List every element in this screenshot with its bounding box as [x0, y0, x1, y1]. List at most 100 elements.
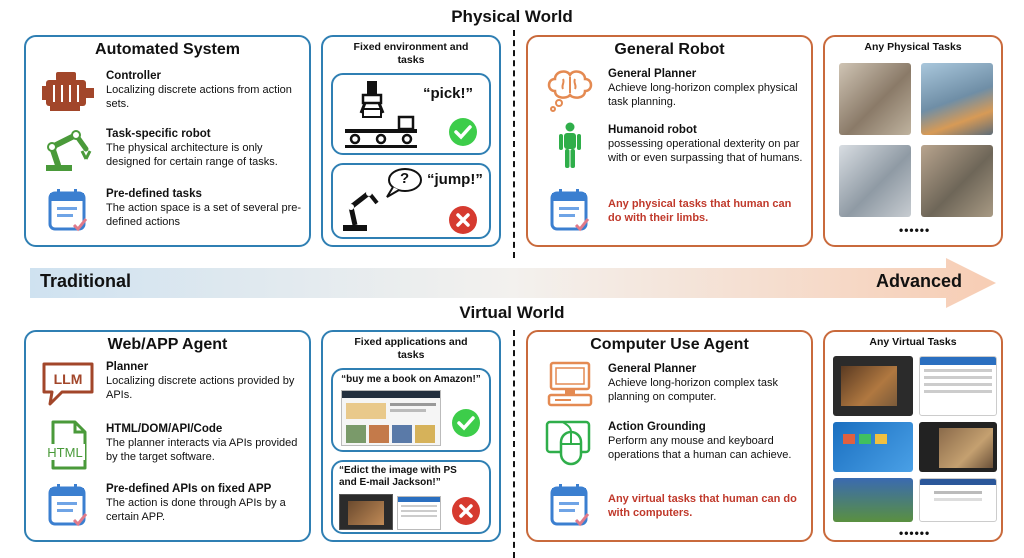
- divider-bottom: [513, 330, 515, 558]
- robot-basketball-image: [921, 63, 993, 135]
- photoshop-task-image: [833, 356, 913, 416]
- small-robot-arm-icon: [343, 190, 379, 231]
- web-item-apis: Pre-defined APIs on fixed APP The action …: [40, 482, 303, 528]
- photoshop-screenshot: [339, 494, 393, 530]
- computer-icon: [542, 361, 598, 408]
- task-list-icon: [40, 187, 96, 233]
- virtual-more-ellipsis: ••••••: [899, 526, 931, 540]
- robot-office-image: [839, 145, 911, 217]
- html-text: HTML: [47, 445, 82, 460]
- virtual-highlight: Any virtual tasks that human can do with…: [608, 493, 797, 519]
- amazon-example: “buy me a book on Amazon!”: [331, 368, 491, 452]
- any-physical-tasks-title: Any Physical Tasks: [864, 41, 962, 53]
- tasks-desc: The action space is a set of several pre…: [106, 202, 302, 228]
- document-task-image: [919, 478, 997, 522]
- cross-icon: [452, 497, 480, 525]
- tasks-label: Pre-defined tasks: [106, 188, 202, 200]
- brain-icon: [542, 67, 598, 113]
- pick-command: “pick!”: [423, 85, 474, 102]
- advanced-label: Advanced: [876, 271, 963, 291]
- jump-example: ? “jump!”: [331, 163, 491, 239]
- mouse-icon: [542, 420, 598, 466]
- fixed-applications-panel: Fixed applications and tasks “buy me a b…: [321, 330, 501, 542]
- fixed-applications-title: Fixed applications and tasks: [354, 336, 468, 361]
- outlook-task-image: [919, 356, 997, 416]
- controller-label: Controller: [106, 70, 161, 82]
- planner-label: Planner: [106, 361, 149, 373]
- humanoid-icon: [542, 122, 598, 169]
- fixed-environment-title: Fixed environment and tasks: [353, 41, 469, 66]
- web-app-agent-title: Web/APP Agent: [107, 336, 228, 353]
- physical-highlight: Any physical tasks that human can do wit…: [608, 198, 792, 224]
- controller-icon: [40, 69, 96, 115]
- jump-command: “jump!”: [427, 171, 483, 188]
- apis-label: Pre-defined APIs on fixed APP: [106, 483, 272, 495]
- divider-top: [513, 30, 515, 258]
- progress-arrow: [30, 258, 996, 308]
- amazon-command: “buy me a book on Amazon!”: [341, 374, 481, 385]
- planner-desc: Localizing discrete actions provided by …: [106, 375, 295, 401]
- conveyor-robot-icon: [345, 81, 417, 148]
- any-virtual-tasks-title: Any Virtual Tasks: [869, 336, 957, 348]
- speech-bubble-icon: [386, 168, 422, 198]
- robot-arm-icon: [40, 127, 96, 173]
- robot-label: Task-specific robot: [106, 128, 211, 140]
- general-item-humanoid: Humanoid robot possessing operational dex…: [542, 122, 805, 169]
- cua-planner-desc: Achieve long-horizon complex task planni…: [608, 377, 778, 403]
- task-list-icon: [542, 482, 598, 528]
- virtual-world-title: Virtual World: [459, 303, 565, 322]
- windows-task-image: [833, 422, 913, 472]
- photo-editor-task-image: [919, 422, 997, 472]
- html-file-icon: HTML: [40, 420, 96, 470]
- photoshop-example: “Edict the image with PS and E-mail Jack…: [331, 460, 491, 534]
- humanoid-label: Humanoid robot: [608, 124, 697, 136]
- robot-workshop-image: [921, 145, 993, 217]
- check-icon: [449, 118, 477, 146]
- humanoid-desc: possessing operational dexterity on par …: [608, 138, 803, 164]
- amazon-screenshot: [341, 390, 441, 446]
- cua-planner-label: General Planner: [608, 363, 697, 375]
- photoshop-command: “Edict the image with PS and E-mail Jack…: [339, 465, 457, 488]
- cross-icon: [449, 206, 477, 234]
- grounding-label: Action Grounding: [608, 421, 706, 433]
- controller-desc: Localizing discrete actions from action …: [106, 84, 292, 110]
- cua-item-highlight: Any virtual tasks that human can do with…: [542, 482, 805, 528]
- any-physical-tasks-panel: Any Physical Tasks ••••••: [823, 35, 1003, 247]
- physical-world-title: Physical World: [451, 7, 573, 26]
- computer-use-agent-title: Computer Use Agent: [590, 336, 749, 353]
- robot-desc: The physical architecture is only design…: [106, 142, 278, 168]
- llm-chat-icon: LLM: [40, 360, 96, 406]
- email-screenshot: [397, 496, 441, 530]
- task-list-icon: [40, 482, 96, 528]
- html-label: HTML/DOM/API/Code: [106, 423, 223, 435]
- check-icon: [452, 409, 480, 437]
- task-list-icon: [542, 187, 598, 233]
- grounding-desc: Perform any mouse and keyboard operation…: [608, 435, 792, 461]
- general-planner-desc: Achieve long-horizon complex physical ta…: [608, 82, 798, 108]
- game-task-image: [833, 478, 913, 522]
- robot-kitchen-image: [839, 63, 911, 135]
- general-robot-title: General Robot: [614, 41, 725, 58]
- traditional-label: Traditional: [40, 271, 132, 291]
- pick-example: “pick!”: [331, 73, 491, 155]
- general-item-highlight: Any physical tasks that human can do wit…: [542, 187, 805, 233]
- question-mark: ?: [400, 170, 410, 187]
- physical-more-ellipsis: ••••••: [899, 223, 931, 237]
- fixed-environment-panel: Fixed environment and tasks “pick!”: [321, 35, 501, 247]
- html-desc: The planner interacts via APIs provided …: [106, 437, 298, 463]
- apis-desc: The action is done through APIs by a cer…: [106, 497, 286, 523]
- automated-system-title: Automated System: [95, 41, 240, 58]
- general-planner-label: General Planner: [608, 68, 697, 80]
